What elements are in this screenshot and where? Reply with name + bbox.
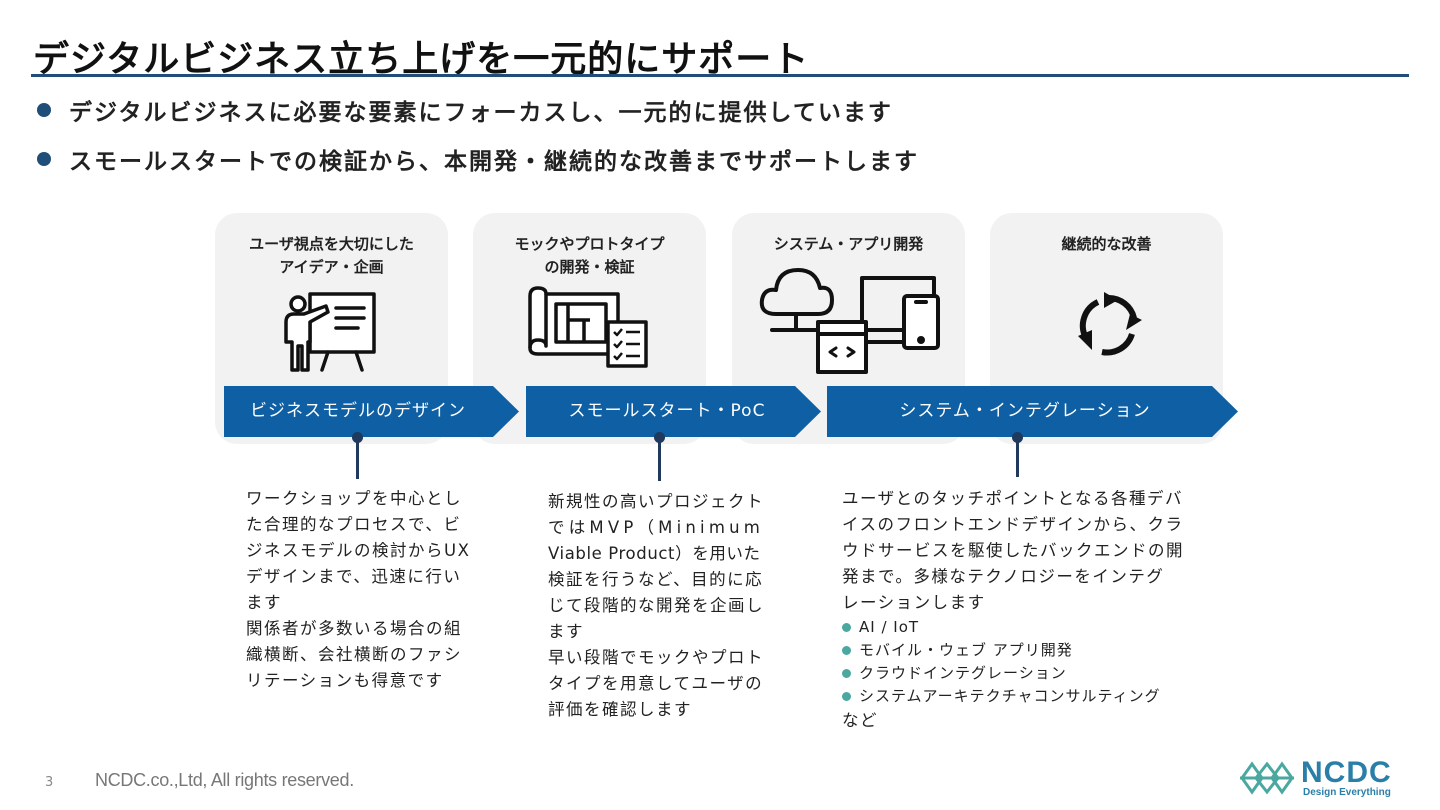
blueprint-checklist-icon (528, 284, 650, 372)
description-business-model: ワークショップを中心とし た合理的なプロセスで、ビ ジネスモデルの検討からUX … (246, 486, 470, 694)
card-title-line: の開発・検証 (544, 258, 635, 276)
description-integration: ユーザとのタッチポイントとなる各種デバ イスのフロントエンドデザインから、クラ … (842, 486, 1184, 734)
copyright-text: NCDC.co.,Ltd, All rights reserved. (95, 770, 354, 790)
title-underline (31, 74, 1409, 77)
service-label: システムアーキテクチャコンサルティング (859, 687, 1161, 705)
bullet-item: スモールスタートでの検証から、本開発・継続的な改善までサポートします (37, 142, 919, 176)
logo-tagline: Design Everything (1303, 787, 1391, 798)
arrow-shape (224, 386, 519, 437)
description-line: ます (548, 622, 584, 641)
phase-arrow-business-model: ビジネスモデルのデザイン (224, 386, 519, 437)
logo-mark-icon (1240, 761, 1294, 795)
card-title: ユーザ視点を大切にした アイデア・企画 (215, 233, 448, 279)
description-line: ジネスモデルの検討からUX (246, 541, 471, 560)
card-title: 継続的な改善 (990, 233, 1223, 256)
bullet-text: デジタルビジネスに必要な要素にフォーカスし、一元的に提供しています (69, 100, 893, 126)
description-line: 評価を確認します (548, 700, 692, 719)
phase-arrow-integration: システム・インテグレーション (827, 386, 1238, 437)
description-line: レーションします (842, 593, 986, 612)
service-list-item: クラウドインテグレーション (842, 662, 1184, 685)
bullet-dot-icon (842, 692, 851, 701)
cloud-devices-icon (758, 262, 942, 378)
phase-arrow-poc: スモールスタート・PoC (526, 386, 821, 437)
service-label: モバイル・ウェブ アプリ開発 (859, 641, 1073, 659)
card-title-line: アイデア・企画 (279, 258, 384, 276)
bullet-dot-icon (842, 623, 851, 632)
service-list-item: システムアーキテクチャコンサルティング (842, 685, 1184, 708)
service-list-item: モバイル・ウェブ アプリ開発 (842, 639, 1184, 662)
phase-label: システム・インテグレーション (899, 401, 1151, 421)
phase-label: スモールスタート・PoC (568, 401, 766, 421)
description-line: ウドサービスを駆使したバックエンドの開 (842, 541, 1184, 560)
description-line: 検証を行うなど、目的に応 (548, 570, 764, 589)
description-line: イスのフロントエンドデザインから、クラ (842, 515, 1184, 534)
refresh-cycle-icon (1072, 290, 1144, 364)
card-title: システム・アプリ開発 (732, 233, 965, 256)
card-title: モックやプロトタイプ の開発・検証 (473, 233, 706, 279)
description-line: など (842, 711, 878, 730)
description-line: デザインまで、迅速に行い (246, 567, 462, 586)
page-title: デジタルビジネス立ち上げを一元的にサポート (33, 39, 810, 80)
phase-label: ビジネスモデルのデザイン (250, 401, 466, 421)
connector-line (1016, 437, 1019, 477)
card-title-line: モックやプロトタイプ (514, 235, 665, 253)
description-line: ます (246, 593, 282, 612)
description-line: 発まで。多様なテクノロジーをインテグ (842, 567, 1165, 586)
description-line: リテーションも得意です (246, 671, 444, 690)
bullet-dot-icon (37, 103, 51, 117)
description-line: じて段階的な開発を企画し (548, 596, 764, 615)
description-line: ではMVP（Minimum (548, 518, 765, 537)
description-line: 関係者が多数いる場合の組 (246, 619, 462, 638)
presentation-icon (278, 290, 380, 378)
service-label: AI / IoT (859, 618, 920, 636)
company-logo: NCDC Design Everything (1238, 756, 1413, 800)
bullet-item: デジタルビジネスに必要な要素にフォーカスし、一元的に提供しています (37, 93, 893, 127)
card-title-line: システム・アプリ開発 (773, 235, 924, 253)
description-line: た合理的なプロセスで、ビ (246, 515, 462, 534)
bullet-dot-icon (37, 152, 51, 166)
description-line: タイプを用意してユーザの (548, 674, 764, 693)
description-poc: 新規性の高いプロジェクト ではMVP（Minimum Viable Produc… (548, 489, 764, 723)
connector-line (658, 437, 661, 481)
card-title-line: ユーザ視点を大切にした (249, 235, 414, 253)
logo-wordmark: NCDC (1301, 756, 1392, 789)
card-title-line: 継続的な改善 (1061, 235, 1152, 253)
description-line: Viable Product）を用いた (548, 544, 761, 563)
description-line: ワークショップを中心とし (246, 489, 462, 508)
arrow-shape (827, 386, 1238, 437)
connector-line (356, 437, 359, 479)
description-line: 早い段階でモックやプロト (548, 648, 764, 667)
service-label: クラウドインテグレーション (859, 664, 1067, 682)
bullet-dot-icon (842, 646, 851, 655)
arrow-shape (526, 386, 821, 437)
service-list-item: AI / IoT (842, 616, 1184, 639)
bullet-dot-icon (842, 669, 851, 678)
description-line: ユーザとのタッチポイントとなる各種デバ (842, 489, 1184, 508)
bullet-text: スモールスタートでの検証から、本開発・継続的な改善までサポートします (69, 149, 919, 175)
description-line: 織横断、会社横断のファシ (246, 645, 462, 664)
description-line: 新規性の高いプロジェクト (548, 492, 764, 511)
page-number: 3 (45, 775, 54, 790)
